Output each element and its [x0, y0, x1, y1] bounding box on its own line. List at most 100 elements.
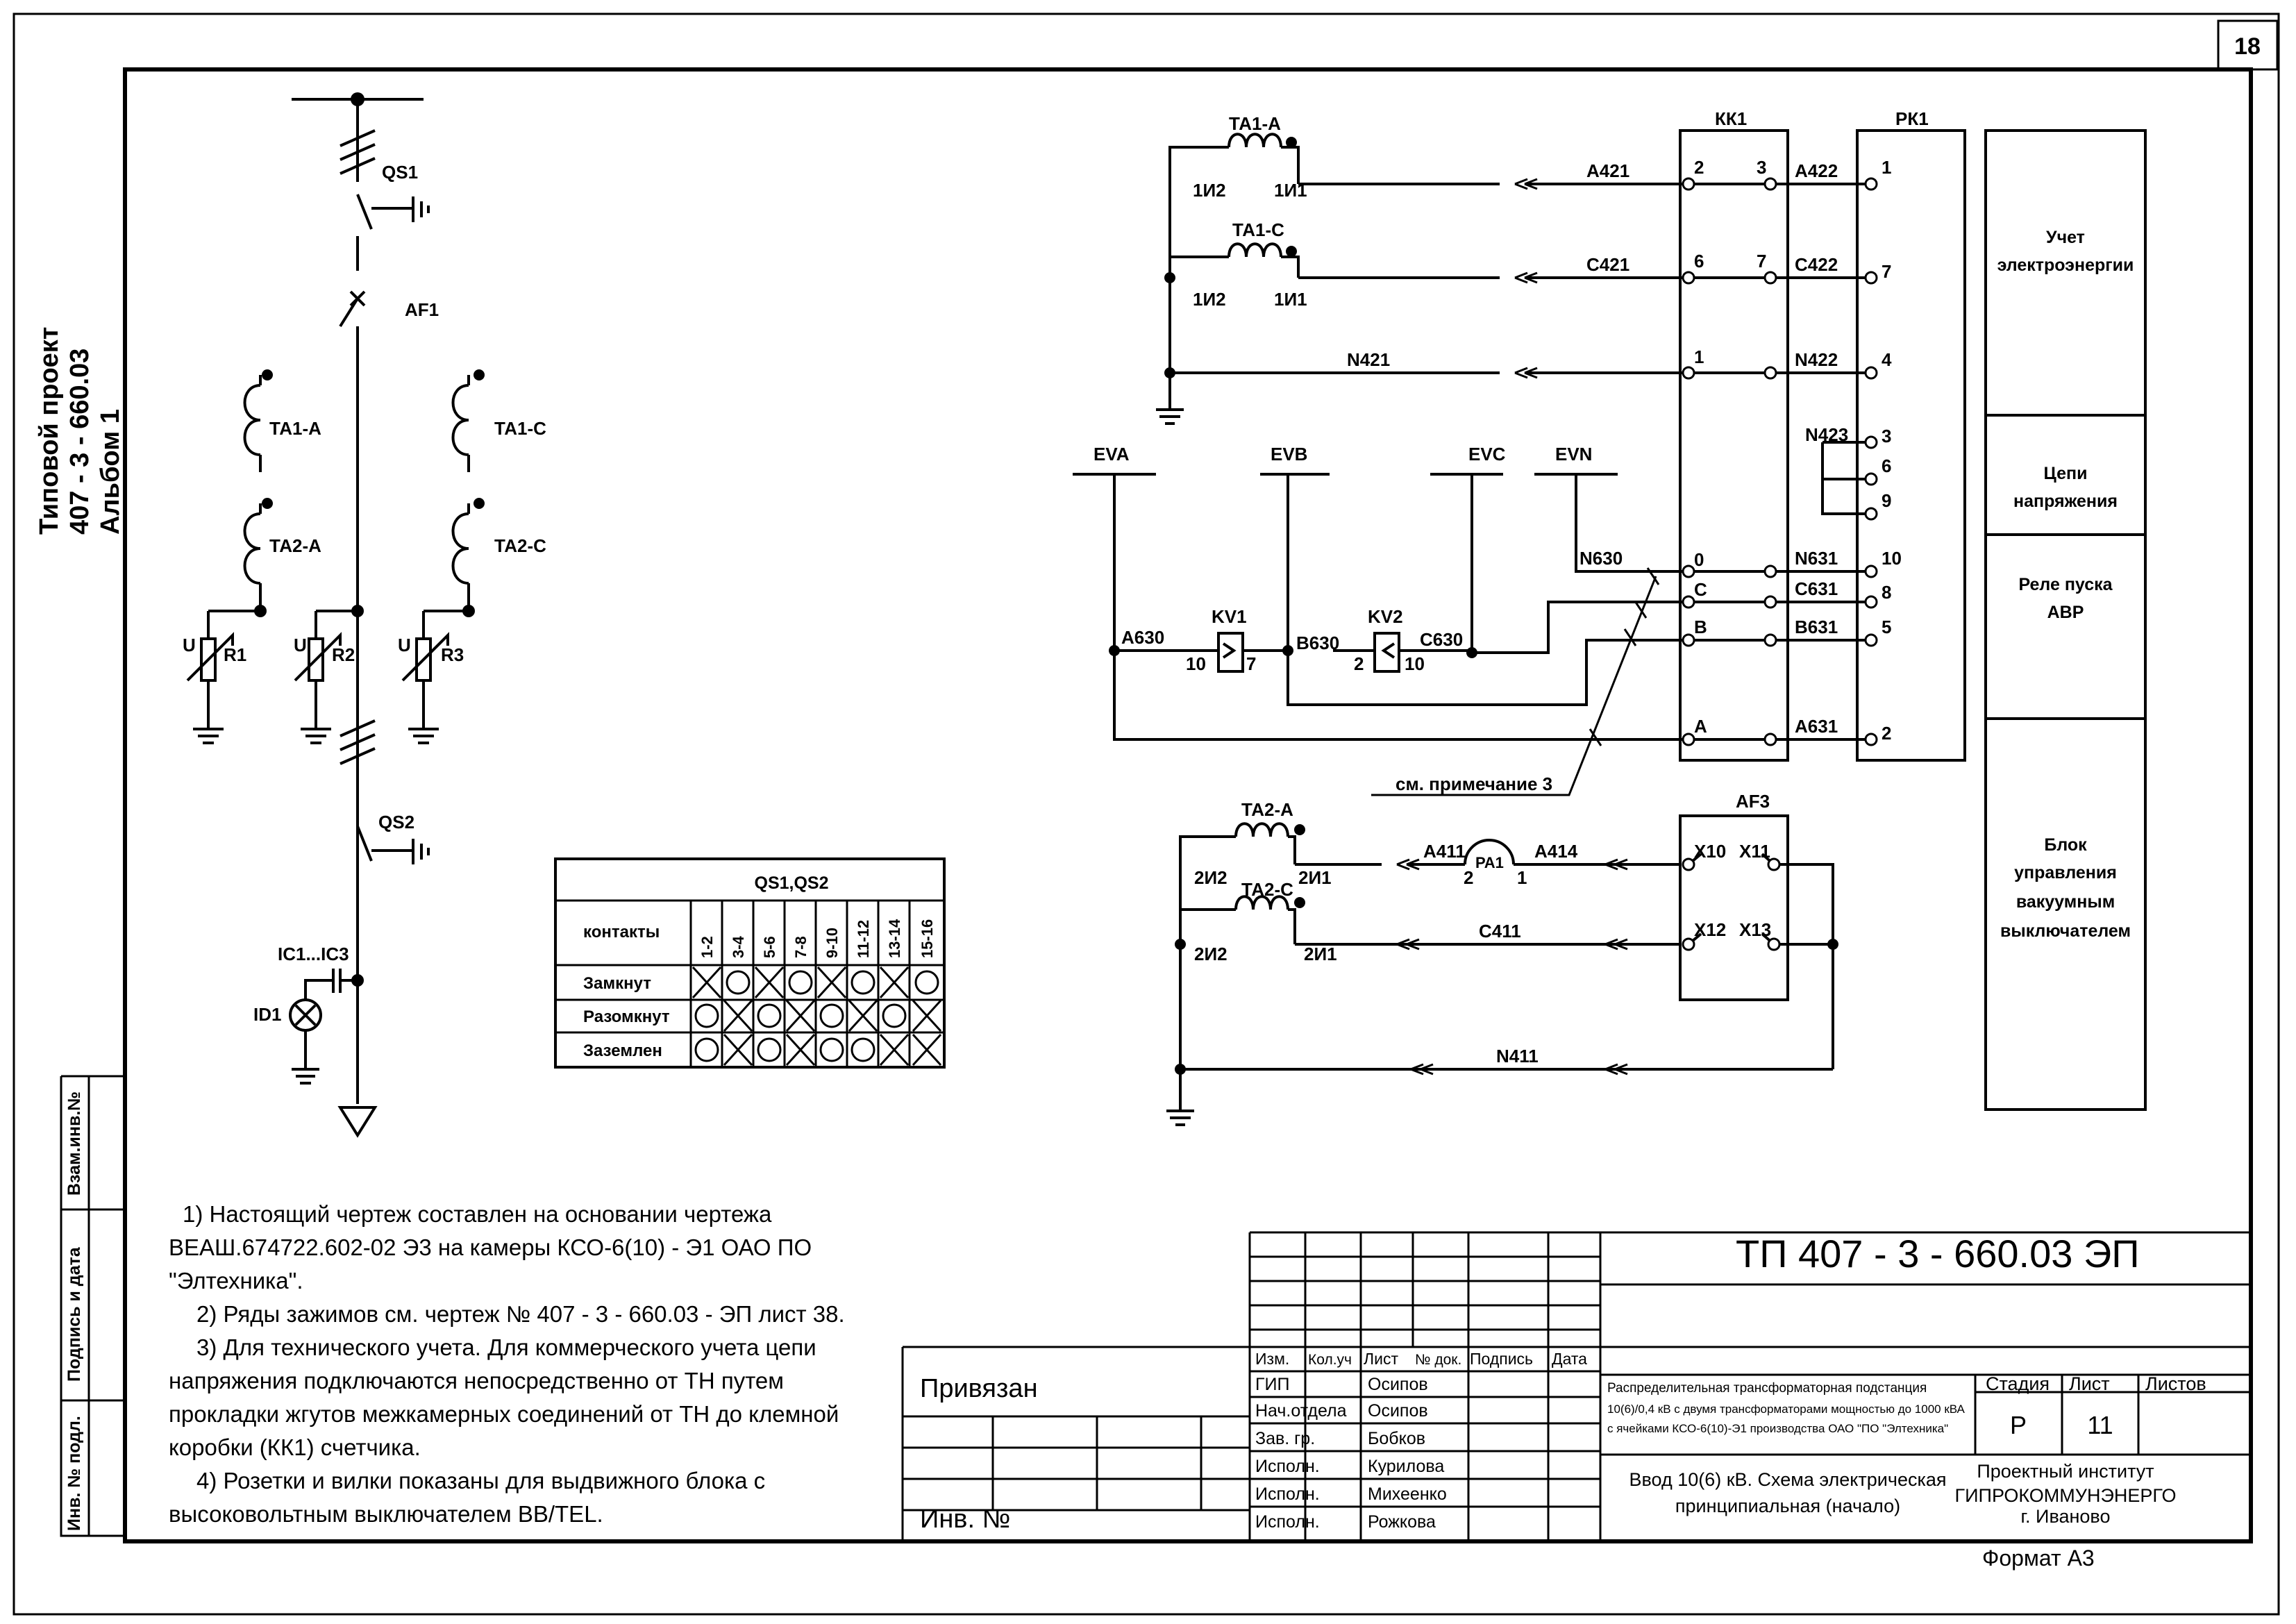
svg-text:с ячейками КСО-6(10)-Э1 произв: с ячейками КСО-6(10)-Э1 производства ОАО… — [1607, 1422, 1948, 1435]
svg-text:5: 5 — [1882, 617, 1891, 637]
svg-text:QS1: QS1 — [382, 162, 418, 183]
svg-text:EVB: EVB — [1271, 444, 1307, 464]
switch-state-closed-mark — [816, 966, 847, 999]
svg-text:Инв. №: Инв. № — [920, 1505, 1010, 1534]
svg-text:AF1: AF1 — [405, 299, 439, 320]
switch-state-closed-mark — [754, 966, 785, 999]
svg-text:2И1: 2И1 — [1304, 944, 1337, 964]
svg-text:2: 2 — [1694, 157, 1704, 178]
svg-text:Осипов: Осипов — [1368, 1401, 1428, 1421]
note-4: 4) Розетки и вилки показаны для выдвижно… — [169, 1468, 766, 1527]
svg-text:Стадия: Стадия — [1986, 1373, 2050, 1394]
svg-text:2: 2 — [1464, 867, 1473, 888]
svg-text:2: 2 — [1882, 723, 1891, 744]
switch-contact-label: 5-6 — [761, 936, 778, 958]
svg-text:ID1: ID1 — [253, 1004, 281, 1025]
switch-state-open-mark — [819, 1037, 844, 1062]
svg-text:AF3: AF3 — [1736, 791, 1770, 812]
svg-text:Исполн.: Исполн. — [1255, 1484, 1320, 1504]
svg-text:11: 11 — [2087, 1411, 2113, 1439]
switch-state-closed-mark — [912, 1033, 942, 1066]
switch-state-open-mark — [882, 1003, 907, 1028]
svg-text:EVC: EVC — [1468, 444, 1506, 464]
svg-text:ТА1-А: ТА1-А — [1229, 113, 1281, 134]
svg-text:Бобков: Бобков — [1368, 1429, 1425, 1448]
note-3: 3) Для технического учета. Для коммерчес… — [169, 1334, 839, 1460]
svg-text:ТА1-С: ТА1-С — [494, 418, 546, 439]
svg-text:ТА2-А: ТА2-А — [269, 535, 321, 556]
svg-text:принципиальная (начало): принципиальная (начало) — [1675, 1496, 1900, 1516]
power-circuit — [186, 92, 485, 1138]
drawing-code: ТП 407 - 3 - 660.03 ЭП — [1736, 1232, 2139, 1275]
svg-text:2И2: 2И2 — [1194, 867, 1227, 888]
svg-text:Лист: Лист — [2069, 1373, 2110, 1394]
switch-state-closed-mark — [692, 966, 722, 999]
svg-text:Ввод 10(6) кВ. Схема электриче: Ввод 10(6) кВ. Схема электрическая — [1629, 1469, 1946, 1490]
svg-text:Х10: Х10 — [1694, 841, 1726, 862]
svg-text:N630: N630 — [1579, 548, 1623, 569]
switch-table — [554, 857, 946, 1069]
protection-circuit — [1166, 814, 1838, 1126]
switch-row-label: Заземлен — [583, 1041, 662, 1060]
svg-text:Рожкова: Рожкова — [1368, 1512, 1436, 1532]
switch-state-open-mark — [819, 1003, 844, 1028]
svg-text:ТА2-С: ТА2-С — [1241, 879, 1293, 900]
svg-text:Исполн.: Исполн. — [1255, 1512, 1320, 1532]
switch-table-title: QS1,QS2 — [755, 873, 829, 893]
svg-text:Михеенко: Михеенко — [1368, 1484, 1447, 1504]
svg-text:Взам.инв.№: Взам.инв.№ — [65, 1091, 84, 1196]
svg-text:10: 10 — [1882, 548, 1902, 569]
svg-text:1И1: 1И1 — [1274, 289, 1307, 310]
svg-text:QS2: QS2 — [378, 812, 414, 832]
svg-text:ТА2-А: ТА2-А — [1241, 799, 1293, 820]
svg-text:1И1: 1И1 — [1274, 180, 1307, 201]
svg-text:4: 4 — [1882, 349, 1892, 370]
svg-text:Х11: Х11 — [1739, 841, 1770, 862]
svg-text:Кол.уч: Кол.уч — [1308, 1352, 1352, 1368]
switch-state-open-mark — [694, 1037, 719, 1062]
function-boxes — [1984, 129, 2147, 1111]
svg-text:Подпись и дата: Подпись и дата — [65, 1246, 84, 1382]
svg-text:Лист: Лист — [1364, 1350, 1398, 1368]
svg-text:ГИП: ГИП — [1255, 1375, 1289, 1394]
svg-text:2: 2 — [1354, 653, 1364, 674]
svg-text:ТА2-С: ТА2-С — [494, 535, 546, 556]
sheet-number: 18 — [2234, 33, 2261, 60]
svg-text:В631: В631 — [1795, 617, 1838, 637]
switch-state-open-mark — [726, 970, 751, 995]
switch-state-open-mark — [850, 970, 875, 995]
switch-contact-label: 13-14 — [886, 919, 903, 958]
svg-text:Осипов: Осипов — [1368, 1375, 1428, 1394]
switch-state-closed-mark — [785, 999, 816, 1032]
svg-text:1: 1 — [1517, 867, 1527, 888]
switch-state-closed-mark — [912, 999, 942, 1032]
svg-text:Проектный институт: Проектный институт — [1977, 1461, 2154, 1482]
svg-text:R3: R3 — [441, 644, 464, 665]
switch-contact-label: 15-16 — [919, 919, 936, 958]
switch-state-closed-mark — [848, 999, 878, 1032]
svg-text:Типовой проект: Типовой проект — [35, 327, 64, 535]
switch-state-open-mark — [694, 1003, 719, 1028]
svg-text:0: 0 — [1694, 549, 1704, 570]
svg-text:N422: N422 — [1795, 349, 1838, 370]
switch-state-closed-mark — [879, 1033, 910, 1066]
svg-text:3: 3 — [1757, 157, 1766, 178]
svg-text:2И1: 2И1 — [1298, 867, 1332, 888]
svg-text:Исполн.: Исполн. — [1255, 1457, 1320, 1476]
svg-text:Распределительная трансформато: Распределительная трансформаторная подст… — [1607, 1381, 1927, 1396]
svg-text:6: 6 — [1694, 251, 1704, 271]
svg-text:КК1: КК1 — [1715, 108, 1747, 129]
svg-text:KV2: KV2 — [1368, 606, 1403, 627]
switch-state-open-mark — [788, 970, 813, 995]
svg-text:С631: С631 — [1795, 578, 1838, 599]
svg-text:С: С — [1694, 579, 1707, 600]
switch-state-closed-mark — [879, 966, 910, 999]
svg-text:Инв. № подл.: Инв. № подл. — [65, 1416, 84, 1531]
switch-state-closed-mark — [785, 1033, 816, 1066]
svg-text:1И2: 1И2 — [1193, 289, 1226, 310]
switch-table-header: контакты — [583, 923, 660, 941]
note-2: 2) Ряды зажимов см. чертеж № 407 - 3 - 6… — [196, 1301, 845, 1327]
